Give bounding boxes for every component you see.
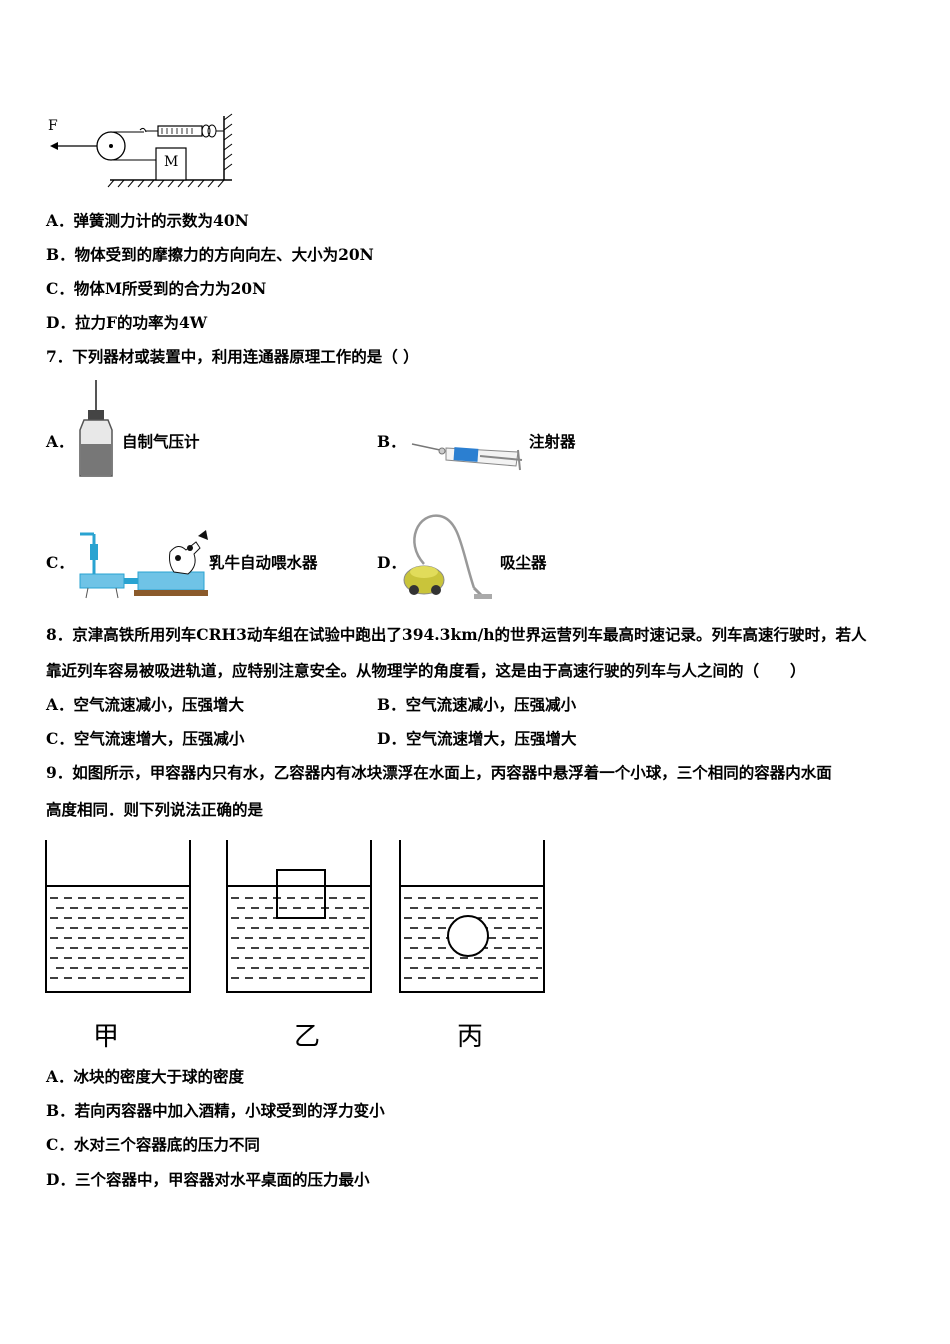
option-letter: B．	[46, 1101, 75, 1120]
option-text: 空气流速减小，压强减小	[405, 695, 577, 714]
q8-stem-line2: 靠近列车容易被吸进轨道，应特别注意安全。从物理学的角度看，这是由于高速行驶的列车…	[46, 661, 806, 680]
q7-stem: 7．下列器材或装置中，利用连通器原理工作的是（ ）	[46, 347, 419, 366]
q7-option-b-letter[interactable]: B．	[377, 432, 406, 451]
option-letter: A．	[46, 695, 74, 714]
q7-option-d-letter[interactable]: D．	[377, 553, 406, 572]
pulley-figure: F M	[44, 113, 244, 190]
q7-option-c-text: 乳牛自动喂水器	[209, 553, 318, 572]
option-letter: C．	[46, 279, 74, 298]
syringe-icon	[411, 443, 523, 471]
option-letter: A．	[46, 1067, 74, 1086]
q8-option-a[interactable]: A．空气流速减小，压强增大	[46, 695, 244, 715]
vacuum-cleaner-icon	[403, 514, 492, 599]
option-letter: D．	[46, 313, 75, 332]
q7-option-d-text: 吸尘器	[500, 553, 547, 572]
q8-option-d[interactable]: D．空气流速增大，压强增大	[377, 729, 576, 749]
option-text: 若向丙容器中加入酒精，小球受到的浮力变小	[74, 1101, 385, 1120]
option-letter: B．	[377, 695, 406, 714]
container-bing	[399, 840, 545, 993]
option-text: 三个容器中，甲容器对水平桌面的压力最小	[74, 1170, 370, 1189]
pulley-diagram	[50, 113, 233, 188]
option-text: 弹簧测力计的示数为40N	[73, 211, 249, 230]
q6-option-b[interactable]: B．物体受到的摩擦力的方向向左、大小为20N	[46, 245, 374, 265]
q8-stem-line1: 8．京津高铁所用列车CRH3动车组在试验中跑出了394.3km/h的世界运营列车…	[46, 625, 867, 644]
container-label-jia: 甲	[93, 1022, 120, 1052]
q8-option-c[interactable]: C．空气流速增大，压强减小	[46, 729, 244, 749]
option-letter: C．	[46, 729, 74, 748]
q8-option-b[interactable]: B．空气流速减小，压强减小	[377, 695, 576, 715]
option-text: 物体M所受到的合力为20N	[73, 279, 267, 298]
q9-option-a[interactable]: A．冰块的密度大于球的密度	[46, 1067, 244, 1087]
block-label: M	[164, 154, 179, 170]
q9-option-c[interactable]: C．水对三个容器底的压力不同	[46, 1135, 260, 1155]
option-letter: D．	[46, 1170, 75, 1189]
option-text: 物体受到的摩擦力的方向向左、大小为20N	[74, 245, 374, 264]
suspended-ball	[447, 915, 489, 957]
option-text: 空气流速减小，压强增大	[73, 695, 245, 714]
q7-option-c-letter[interactable]: C．	[46, 553, 74, 572]
q9-option-d[interactable]: D．三个容器中，甲容器对水平桌面的压力最小	[46, 1170, 369, 1190]
q7-option-a-text: 自制气压计	[122, 432, 200, 451]
container-label-yi: 乙	[294, 1022, 321, 1052]
q6-option-c[interactable]: C．物体M所受到的合力为20N	[46, 279, 266, 299]
q7-option-a-letter[interactable]: A．	[46, 432, 74, 451]
container-label-bing: 丙	[457, 1022, 484, 1052]
option-letter: B．	[46, 245, 75, 264]
q6-option-a[interactable]: A．弹簧测力计的示数为40N	[46, 211, 249, 231]
option-letter: A．	[46, 211, 74, 230]
option-text: 冰块的密度大于球的密度	[73, 1067, 245, 1086]
barometer-bottle-icon	[79, 380, 113, 477]
q9-stem-line1: 9．如图所示，甲容器内只有水，乙容器内有冰块漂浮在水面上，丙容器中悬浮着一个小球…	[46, 763, 832, 782]
q9-stem-line2: 高度相同．则下列说法正确的是	[46, 800, 264, 819]
cow-water-feeder-icon	[79, 530, 208, 599]
option-text: 拉力F的功率为4W	[74, 313, 208, 332]
option-text: 水对三个容器底的压力不同	[73, 1135, 260, 1154]
container-yi	[226, 840, 372, 993]
option-letter: D．	[377, 729, 406, 748]
option-text: 空气流速增大，压强减小	[73, 729, 245, 748]
q9-option-b[interactable]: B．若向丙容器中加入酒精，小球受到的浮力变小	[46, 1101, 385, 1121]
container-jia	[45, 840, 191, 993]
option-text: 空气流速增大，压强增大	[405, 729, 577, 748]
q6-option-d[interactable]: D．拉力F的功率为4W	[46, 313, 207, 333]
option-letter: C．	[46, 1135, 74, 1154]
ice-block	[276, 869, 326, 919]
force-label: F	[48, 118, 58, 134]
q7-option-b-text: 注射器	[529, 432, 576, 451]
